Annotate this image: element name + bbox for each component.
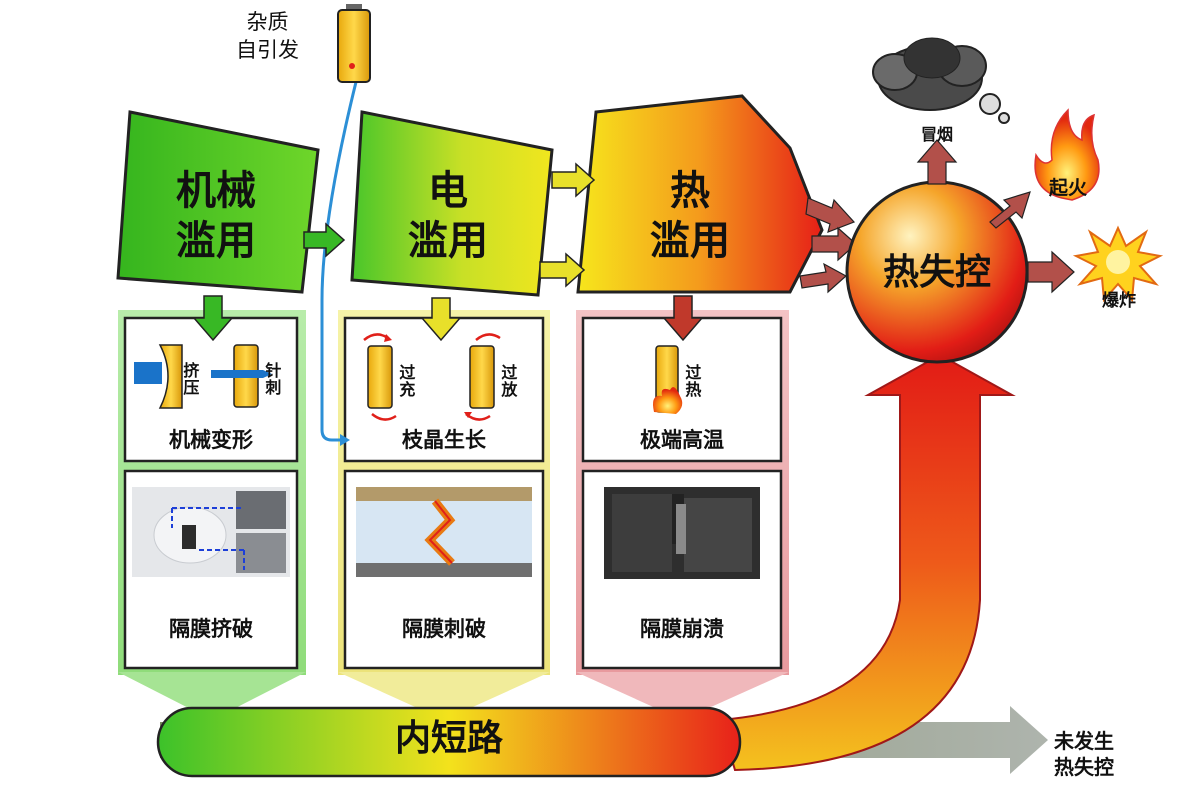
mechanical-title-line1: 机械 [176, 168, 256, 214]
crush-label: 挤压 [180, 362, 200, 396]
separator-collapse-photo [604, 487, 760, 579]
explosion-icon [1072, 225, 1164, 303]
no-runaway-line2: 热失控 [1054, 755, 1114, 779]
impurity-label-line2: 自引发 [236, 38, 299, 63]
heat-to-runaway-arrow-1 [805, 197, 856, 233]
nail-penetration-icon [211, 344, 272, 408]
elec-to-heat-arrow-lower [539, 252, 586, 288]
separator-crush-photo [132, 487, 290, 577]
crush-icon [134, 344, 183, 409]
thermal-abuse-shape [576, 94, 824, 294]
impurity-dot [349, 63, 355, 69]
fire-icon [1034, 108, 1100, 201]
mechanical-mechanism-panel [123, 316, 299, 463]
no-runaway-label: 未发生 热失控 [1036, 728, 1132, 780]
fire-label: 起火 [1048, 177, 1087, 199]
electrical-title-line1: 电 [428, 168, 468, 214]
overdischarge-icon [464, 333, 501, 421]
mechanical-title-line2: 滥用 [176, 218, 256, 264]
impurity-arrowhead [340, 434, 350, 446]
thermal-separator-caption: 隔膜崩溃 [640, 617, 724, 641]
smoke-label: 冒烟 [920, 125, 953, 144]
electrical-down-arrow [420, 297, 462, 342]
separator-pierce-diagram [356, 487, 532, 577]
mechanical-abuse-shape [116, 110, 320, 294]
heat-to-runaway-arrow-3 [799, 262, 848, 294]
impurity-label-line1: 杂质 [246, 10, 289, 34]
electrical-title-line2: 滥用 [408, 218, 488, 264]
thermal-title-line2: 滥用 [650, 218, 730, 264]
overcharge-icon [363, 333, 397, 421]
electrical-funnel [338, 672, 550, 720]
electrical-abuse-shape [350, 110, 554, 297]
fire-arrow [989, 191, 1031, 229]
escalation-arrow [718, 353, 1016, 772]
impurity-cell-icon [337, 9, 371, 83]
explosion-label: 爆炸 [1102, 291, 1136, 311]
thermal-abuse-title: 热 滥用 [646, 166, 734, 266]
thermal-mechanism-caption: 极端高温 [640, 428, 724, 452]
no-runaway-line1: 未发生 [1054, 729, 1114, 753]
explosion-arrow [1027, 250, 1075, 294]
overheat-icon [653, 345, 683, 414]
thermal-down-arrow [662, 295, 704, 342]
impurity-cell-cap [346, 4, 362, 10]
overdischarge-label: 过放 [498, 364, 518, 398]
mechanical-abuse-title: 机械 滥用 [172, 166, 260, 266]
smoke-arrow [916, 139, 958, 185]
thermal-title-line1: 热 [670, 168, 710, 214]
impurity-label: 杂质 自引发 [236, 8, 299, 65]
elec-to-heat-arrow-upper [551, 162, 596, 198]
electrical-separator-caption: 隔膜刺破 [402, 617, 486, 641]
mechanical-mechanism-caption: 机械变形 [169, 428, 253, 452]
nail-label: 针刺 [262, 362, 282, 396]
mechanical-down-arrow [192, 295, 234, 342]
internal-short-label: 内短路 [394, 718, 503, 759]
thermal-funnel [576, 672, 789, 720]
impurity-path [320, 81, 358, 442]
electrical-mechanism-caption: 枝晶生长 [402, 428, 486, 452]
electrical-abuse-title: 电 滥用 [404, 166, 492, 266]
mechanical-funnel [118, 672, 306, 720]
overcharge-label: 过充 [396, 364, 416, 398]
internal-short-bar [156, 706, 742, 778]
mech-to-elec-arrow [303, 222, 346, 258]
heat-to-runaway-arrow-2 [811, 226, 857, 262]
thermal-runaway-label: 热失控 [882, 252, 991, 293]
smoke-cloud-icon [872, 37, 1010, 124]
mechanical-separator-caption: 隔膜挤破 [169, 617, 253, 641]
overheat-label: 过热 [682, 364, 702, 398]
